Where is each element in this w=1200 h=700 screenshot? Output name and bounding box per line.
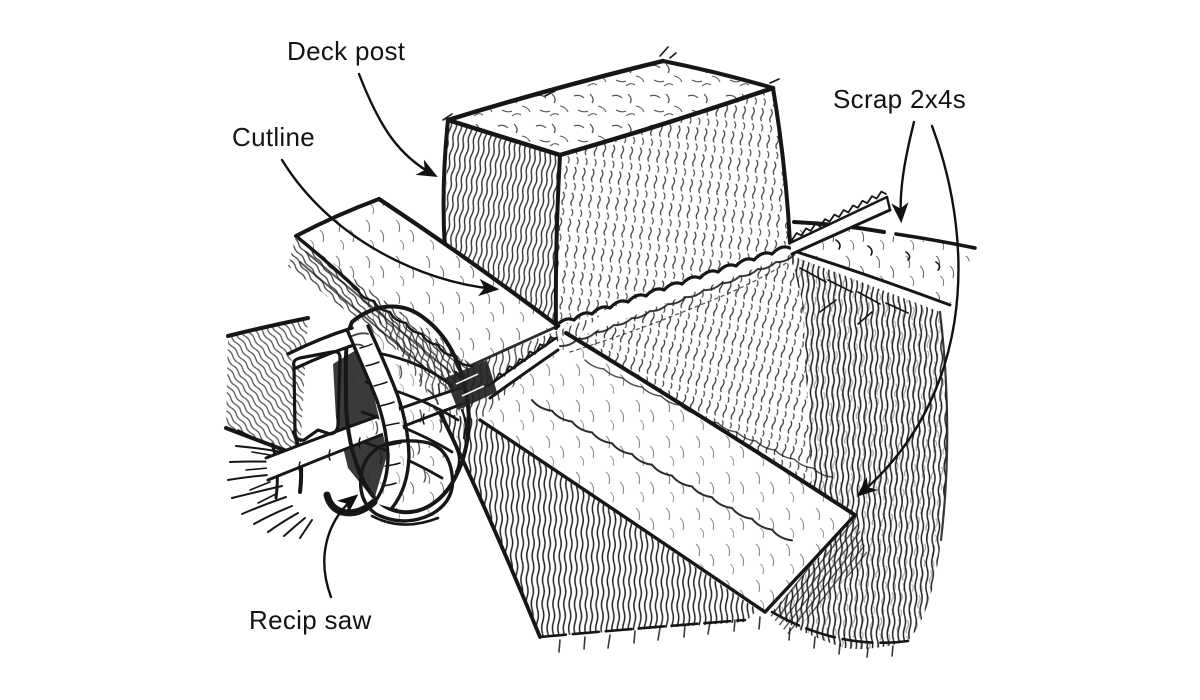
saw-nose — [445, 360, 497, 410]
label-recip-saw: Recip saw — [249, 605, 372, 635]
saw-blade-drawing — [486, 190, 892, 400]
recip-saw-drawing — [224, 304, 497, 539]
handle-opening — [292, 350, 342, 442]
label-cutline: Cutline — [232, 122, 316, 152]
deck-post-arrow — [357, 72, 438, 178]
forearm-sleeve — [226, 318, 308, 455]
label-deck-post: Deck post — [287, 36, 406, 66]
scrap-2x4s-arrow-lower — [856, 124, 960, 497]
scrap-2x4s-arrow-upper — [891, 120, 916, 224]
sleeve-fringe — [227, 429, 313, 539]
front-scrap-2x4-drawing — [478, 331, 868, 636]
annotation-arrows — [280, 72, 960, 599]
rear-scrap-2x4-drawing — [792, 220, 977, 307]
cutline-arrow — [280, 158, 500, 297]
recip-saw-arrow — [323, 494, 359, 599]
deck-post-drawing — [441, 46, 792, 330]
label-scrap-2x4s: Scrap 2x4s — [833, 84, 967, 114]
